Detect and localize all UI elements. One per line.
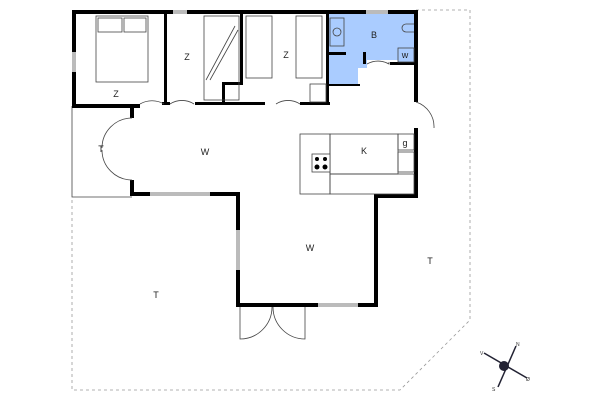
compass-north: N (516, 342, 520, 348)
compass-east: Ø (526, 377, 530, 383)
bathroom-floor (329, 14, 414, 85)
compass-rose-icon: N V S Ø (480, 342, 530, 393)
compass-south: S (492, 387, 496, 393)
room-label-terrace-right: T (427, 256, 433, 266)
room-label-terrace-left: T (98, 144, 104, 154)
room-label-kitchen: K (361, 146, 367, 156)
room-label-washer: w (401, 50, 409, 60)
room-label-living-1: W (201, 147, 210, 157)
room-label-dishwasher: g (402, 138, 407, 148)
room-label-bedroom-2: Z (184, 52, 190, 62)
furniture (95, 15, 435, 340)
plot-boundary (71, 9, 471, 391)
stove-icon (311, 153, 331, 173)
room-label-living-2: W (306, 243, 315, 253)
terrace-left-outline (71, 106, 132, 198)
compass-west: V (480, 351, 484, 357)
room-label-bedroom-3: Z (283, 50, 289, 60)
room-label-terrace-bottom: T (153, 290, 159, 300)
room-label-bathroom: B (371, 30, 377, 40)
walls (72, 10, 418, 307)
room-label-bedroom-1: Z (113, 89, 119, 99)
